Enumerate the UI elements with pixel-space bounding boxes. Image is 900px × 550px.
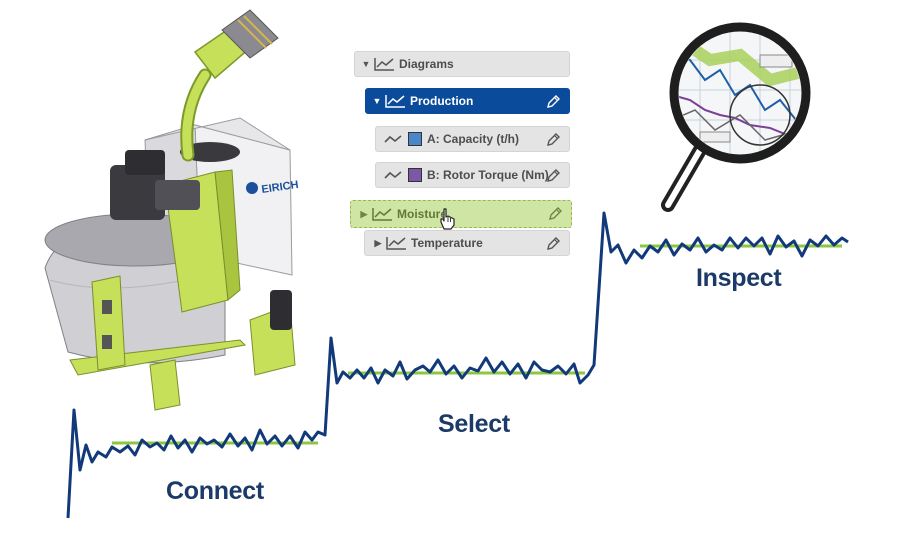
tree-node-moisture-dragging[interactable]: ▶ Moisture	[350, 200, 572, 228]
edit-pencil-icon[interactable]	[545, 168, 561, 184]
edit-pencil-icon[interactable]	[545, 94, 561, 110]
edit-pencil-icon[interactable]	[547, 206, 563, 222]
tree-node-label: B: Rotor Torque (Nm)	[427, 168, 549, 182]
machine-brand-label: EIRICH	[261, 179, 300, 196]
chevron-right-icon[interactable]: ▶	[360, 208, 368, 219]
tree-node-production[interactable]: ▼ Production	[365, 88, 570, 114]
chevron-down-icon[interactable]: ▼	[361, 59, 371, 69]
tree-node-label: Production	[410, 94, 474, 108]
tree-node-channel-a[interactable]: A: Capacity (t/h)	[375, 126, 570, 152]
tree-node-label: A: Capacity (t/h)	[427, 132, 520, 146]
edit-pencil-icon[interactable]	[545, 236, 561, 252]
edit-pencil-icon[interactable]	[545, 132, 561, 148]
stage-label-inspect: Inspect	[696, 264, 782, 292]
stage-label-connect: Connect	[166, 477, 264, 505]
stage-label-select: Select	[438, 410, 510, 438]
hand-cursor-icon	[440, 208, 455, 230]
chevron-right-icon[interactable]: ▶	[374, 237, 382, 248]
magnifier-icon	[661, 22, 811, 212]
trend-line-icon	[384, 135, 402, 143]
channel-color-swatch	[408, 132, 422, 146]
network-cable-icon	[180, 9, 279, 162]
process-signal-chart	[66, 211, 849, 519]
mixer-machine-illustration: EIRICH	[44, 117, 300, 411]
tree-node-label: Temperature	[411, 236, 483, 250]
line-chart-icon	[385, 95, 405, 108]
signal-trace	[66, 211, 849, 519]
line-chart-icon	[374, 58, 394, 71]
trend-line-icon	[384, 171, 402, 179]
chevron-down-icon[interactable]: ▼	[372, 96, 382, 106]
tree-node-channel-b[interactable]: B: Rotor Torque (Nm)	[375, 162, 570, 188]
tree-node-label: Diagrams	[399, 57, 454, 71]
tree-node-label: Moisture	[397, 207, 448, 221]
tree-node-temperature[interactable]: ▶ Temperature	[364, 230, 570, 256]
line-chart-icon	[386, 237, 406, 250]
line-chart-icon	[372, 208, 392, 221]
channel-color-swatch	[408, 168, 422, 182]
tree-node-diagrams[interactable]: ▼ Diagrams	[354, 51, 570, 77]
